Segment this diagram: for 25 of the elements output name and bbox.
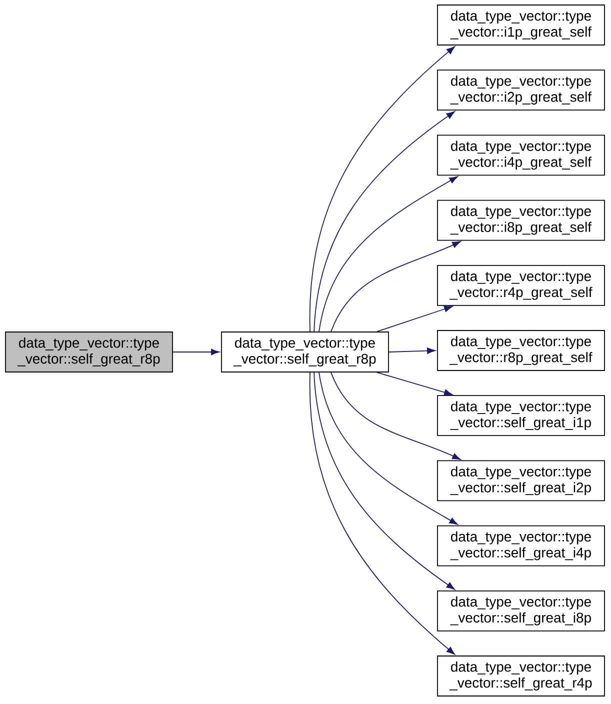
- function-box: data_type_vector::type _vector::self_great_i4p: [437, 525, 605, 566]
- function-box: data_type_vector::type _vector::self_great_i8p: [437, 590, 605, 632]
- arrow: [314, 111, 455, 332]
- arrow: [376, 372, 453, 396]
- arrow: [310, 46, 455, 332]
- function-box: data_type_vector::type _vector::i4p_great_self: [437, 134, 605, 176]
- function-box: data_type_vector::type _vector::r4p_great_self: [437, 264, 605, 306]
- function-box: data_type_vector::type _vector::i8p_great_self: [437, 200, 605, 241]
- function-box: data_type_vector::type _vector::self_great_r4p: [437, 656, 605, 696]
- function-box: data_type_vector::type _vector::self_great_i1p: [437, 395, 605, 436]
- function-box: data_type_vector::type _vector::r8p_great_self: [437, 330, 605, 371]
- arrow: [318, 176, 458, 332]
- function-box: data_type_vector::type _vector::i2p_great_self: [437, 70, 605, 111]
- arrow: [376, 306, 453, 332]
- function-box: data_type_vector::type _vector::self_great_i2p: [437, 460, 605, 502]
- function-box: data_type_vector::type _vector::i1p_great_self: [437, 4, 605, 46]
- arrow: [314, 372, 455, 590]
- arrow: [310, 372, 455, 655]
- arrow: [330, 241, 461, 332]
- arrow: [318, 372, 458, 525]
- arrow: [172, 348, 220, 356]
- function-box: data_type_vector::type _vector::self_great_r8p: [5, 332, 173, 372]
- arrow: [388, 348, 436, 354]
- arrow: [330, 372, 461, 460]
- function-box: data_type_vector::type _vector::self_great_r8p: [221, 332, 389, 372]
